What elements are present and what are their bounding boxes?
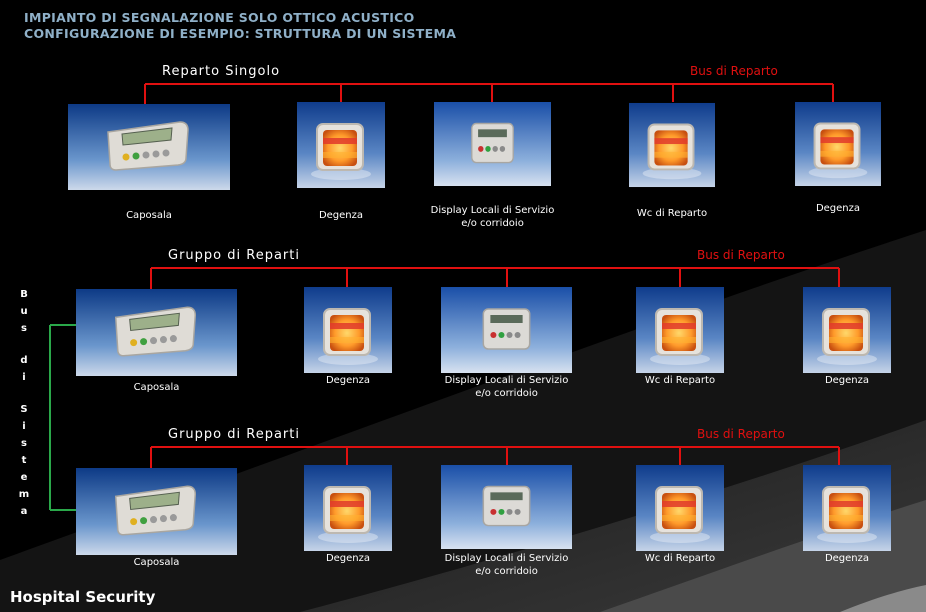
device-label: Degenza	[325, 375, 371, 386]
system-bus-letter: i	[22, 421, 26, 432]
bus-reparto-label: Bus di Reparto	[697, 427, 785, 441]
caposala-terminal-device	[76, 289, 237, 376]
caposala-terminal-device	[68, 104, 230, 190]
bus-reparto-label: Bus di Reparto	[690, 64, 778, 78]
system-bus-letter: m	[18, 489, 30, 500]
system-bus-letter: e	[20, 472, 28, 483]
section-title: Reparto Singolo	[162, 64, 281, 79]
signal-lamp-device	[636, 465, 724, 551]
device-label: Degenza	[325, 553, 371, 564]
section-title: Gruppo di Reparti	[168, 427, 300, 442]
signal-lamp-device	[304, 465, 392, 551]
device-label: Caposala	[133, 557, 180, 568]
device-label: Degenza	[815, 203, 861, 214]
system-bus-letter: s	[21, 438, 27, 449]
device-label: Degenza	[318, 210, 364, 221]
device-label: Wc di Reparto	[644, 375, 716, 386]
signal-lamp-device	[795, 102, 881, 186]
system-bus-letter: B	[20, 289, 28, 300]
system-bus-letter: i	[22, 372, 26, 383]
device-label: Caposala	[133, 382, 180, 393]
signal-lamp-device	[629, 102, 715, 188]
caposala-terminal-device	[76, 468, 237, 555]
device-label: Degenza	[824, 375, 870, 386]
device-label: Caposala	[126, 210, 172, 221]
bus-reparto-label: Bus di Reparto	[697, 248, 785, 262]
title-line-1: IMPIANTO DI SEGNALAZIONE SOLO OTTICO ACU…	[24, 10, 415, 25]
device-label: Wc di Reparto	[644, 553, 716, 564]
device-label: Wc di Reparto	[636, 208, 708, 219]
display-device	[441, 465, 572, 549]
display-device	[441, 287, 572, 373]
footer-brand: Hospital Security	[10, 588, 156, 606]
signal-lamp-device	[304, 287, 392, 373]
signal-lamp-device	[636, 287, 724, 373]
system-bus-letter: S	[20, 404, 28, 415]
section-title: Gruppo di Reparti	[168, 248, 300, 263]
signal-lamp-device	[803, 465, 891, 551]
system-bus-letter: a	[20, 506, 28, 517]
system-bus-letter: t	[21, 455, 27, 466]
device-label: Degenza	[824, 553, 870, 564]
system-bus-letter: s	[21, 323, 27, 334]
title-line-2: CONFIGURAZIONE DI ESEMPIO: STRUTTURA DI …	[24, 26, 457, 41]
system-bus-letter: u	[20, 306, 28, 317]
signal-lamp-device	[297, 102, 385, 188]
display-device	[434, 102, 551, 186]
signal-lamp-device	[803, 287, 891, 373]
system-bus-letter: d	[20, 355, 28, 366]
